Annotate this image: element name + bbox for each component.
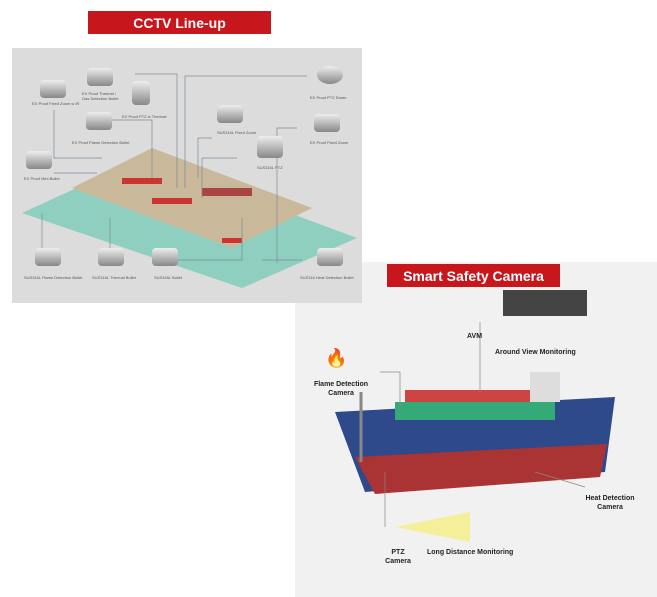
- label: EX Proof Flame Detection Bullet: [72, 140, 130, 145]
- label: SUS316 Heat Detection Bullet: [300, 275, 354, 280]
- smart-safety-panel: Smart Safety Camera AVM Around View Moni…: [295, 262, 657, 597]
- avm-label: AVM: [467, 333, 483, 340]
- label: EX Proof Thermal / Gas Detection Bullet: [82, 91, 119, 101]
- label: SUS316L Thermal Bullet: [92, 275, 136, 280]
- long-distance-label: Long Distance Monitoring: [427, 549, 514, 556]
- label: EX Proof Fixed Zoom w IR: [32, 101, 80, 106]
- flame-icon: 🔥: [325, 348, 348, 368]
- label: SUS316L Flame Detection Bullet: [24, 275, 83, 280]
- port-illustration: [22, 73, 357, 288]
- cctv-title-banner: CCTV Line-up: [88, 11, 271, 34]
- ptz-camera-label: PTZ Camera: [385, 549, 411, 565]
- label: SUS316L Fixed Zoom: [217, 130, 257, 135]
- label: EX Proof PTZ Dome: [310, 95, 347, 100]
- label: EX Proof Fixed Zoom: [310, 140, 349, 145]
- ship-illustration: [335, 290, 615, 542]
- label: SUS316L PTZ: [257, 165, 283, 170]
- heat-camera-label: Heat Detection Camera: [585, 495, 635, 511]
- label: SUS316L Bullet: [154, 275, 183, 280]
- label: EX Proof Mini Bullet: [24, 176, 60, 181]
- smart-safety-title-banner: Smart Safety Camera: [387, 264, 560, 287]
- flame-camera-label: Flame Detection Camera: [313, 381, 369, 397]
- cctv-lineup-panel: EX Proof Fixed Zoom w IR EX Proof Therma…: [12, 48, 362, 303]
- avm-desc: Around View Monitoring: [495, 349, 576, 356]
- label: EX Proof PTZ w Thermal: [122, 114, 167, 119]
